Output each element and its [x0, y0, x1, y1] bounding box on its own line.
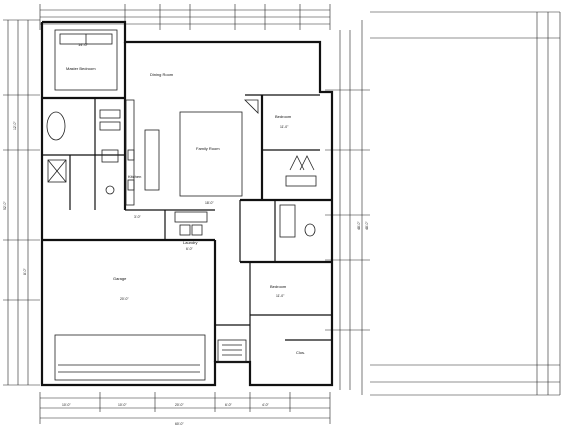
- room-label-family-room: Family Room: [196, 146, 220, 151]
- bottom-dim-c: 20'-0": [175, 403, 184, 407]
- bottom-dim-d: 6'-0": [225, 403, 233, 407]
- laundry-fixtures: [174, 211, 208, 236]
- family-width-dim: 18'-0": [205, 201, 214, 205]
- room-label-bedroom-2: Bedroom: [270, 284, 287, 289]
- garage-door: [54, 334, 206, 381]
- kitchen-hall-dim: 3'-0": [134, 215, 142, 219]
- left-dim-b: 8'-0": [23, 267, 27, 275]
- master-width-dim: 14'-0": [78, 42, 89, 47]
- bedroom-2-dim: 11'-0": [276, 294, 285, 298]
- bottom-dim-b: 10'-0": [118, 403, 127, 407]
- front-porch: [217, 339, 247, 363]
- top-dimension-lines: [39, 4, 331, 30]
- room-label-dining-room: Dining Room: [150, 72, 174, 77]
- master-bed: [54, 29, 118, 91]
- laundry-width-dim: 6'-0": [186, 247, 194, 251]
- family-room-rug: [179, 99, 259, 197]
- room-label-laundry: Laundry: [183, 240, 197, 245]
- bedroom-1-dim: 11'-0": [280, 125, 289, 129]
- room-label-closet: Clos.: [296, 350, 305, 355]
- left-dim-a: 12'-0": [13, 121, 17, 130]
- bottom-dim-a: 10'-0": [62, 403, 71, 407]
- bottom-total-dim: 60'-0": [175, 422, 184, 426]
- bottom-dimension-lines: 10'-0" 10'-0" 20'-0" 6'-0" 4'-0" 60'-0": [39, 392, 331, 426]
- room-label-master-bedroom: Master Bedroom: [66, 66, 96, 71]
- left-dimension-lines: 52'-0" 12'-0" 8'-0": [3, 19, 40, 386]
- room-label-bedroom-1: Bedroom: [275, 114, 292, 119]
- garage-width-dim: 20'-0": [120, 297, 129, 301]
- master-bath-fixtures: [46, 109, 121, 195]
- right-total-dim-2: 48'-0": [365, 221, 369, 230]
- exterior-walls: [40, 20, 334, 387]
- right-total-dim: 48'-0": [357, 221, 361, 230]
- room-label-kitchen: Kitchen: [128, 174, 141, 179]
- left-total-dim: 52'-0": [3, 201, 7, 210]
- elevation-leader-grid: [370, 11, 561, 396]
- room-label-garage: Garage: [113, 276, 127, 281]
- kitchen-fixtures: [125, 99, 160, 206]
- interior-walls: [42, 42, 332, 362]
- hall-bath-fixtures: [279, 155, 317, 238]
- bottom-dim-e: 4'-0": [262, 403, 270, 407]
